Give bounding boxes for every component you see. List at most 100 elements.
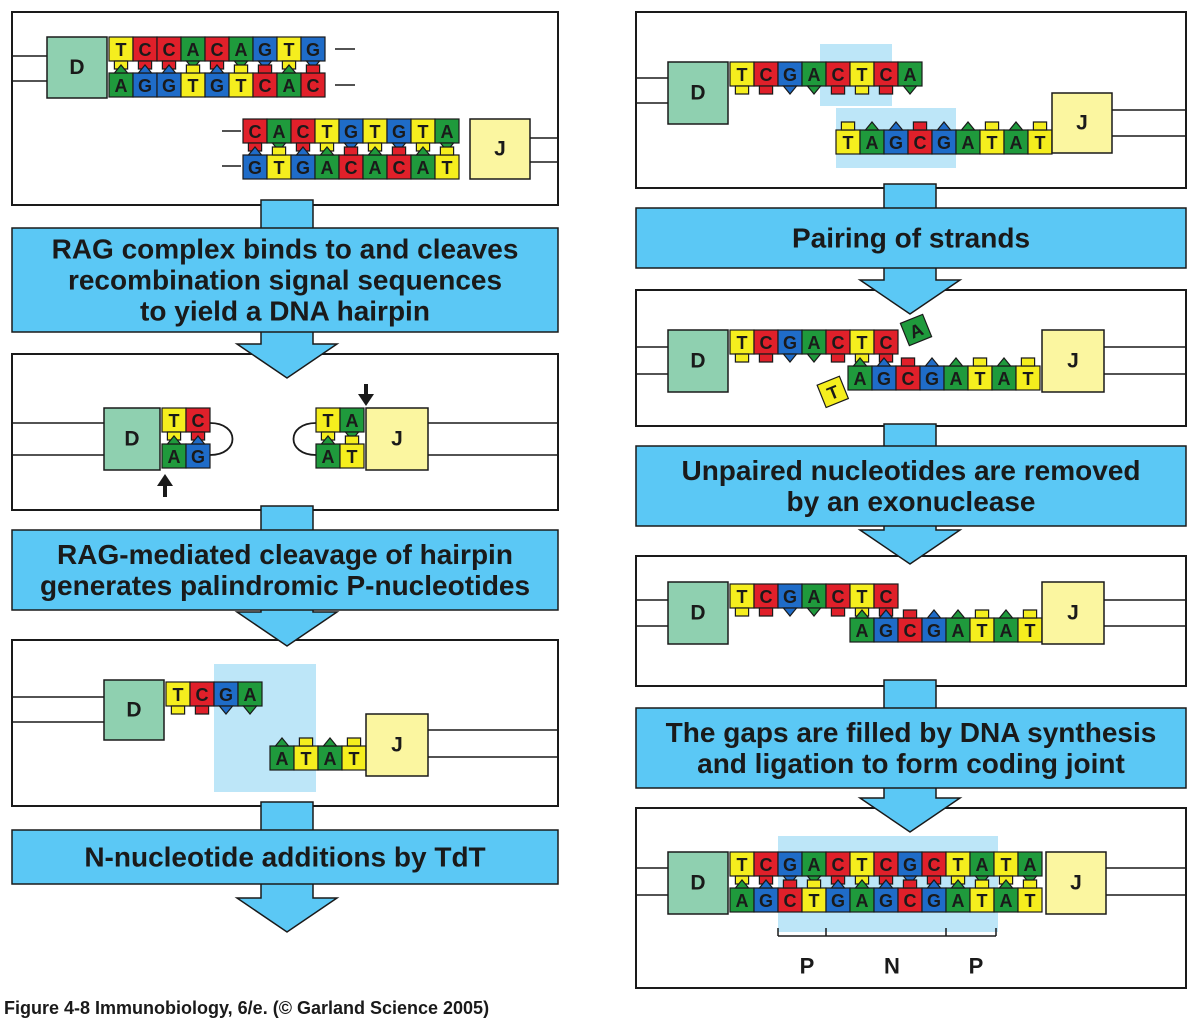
- nucleotide-tab: [758, 607, 774, 617]
- nucleotide: G: [919, 357, 945, 391]
- nucleotide-body: [315, 443, 341, 469]
- cleavage-arrow-j: [358, 384, 374, 406]
- nucleotide: T: [1027, 121, 1053, 155]
- nucleotide: G: [871, 357, 897, 391]
- d-segment: D: [103, 407, 161, 471]
- nucleotide-letter: G: [783, 587, 797, 607]
- nucleotide: A: [801, 851, 827, 885]
- nucleotide-tab: [854, 879, 870, 889]
- nucleotide-body: [242, 154, 268, 180]
- nucleotide: T: [945, 851, 971, 885]
- nucleotide: T: [339, 435, 365, 469]
- nucleotide-body: [204, 72, 230, 98]
- nucleotide-letter: T: [737, 855, 748, 875]
- nucleotide-tab: [439, 146, 455, 156]
- nucleotide-tab: [974, 609, 990, 619]
- nucleotide-letter: T: [322, 122, 333, 142]
- nucleotide: C: [300, 64, 326, 98]
- d-segment-box: [103, 407, 161, 471]
- j-segment: J: [469, 118, 531, 180]
- nucleotide-tab: [888, 121, 904, 131]
- nucleotide-body: [907, 129, 933, 155]
- nucleotide-tab: [998, 609, 1014, 619]
- nucleotide-letter: G: [927, 621, 941, 641]
- j-segment: J: [1051, 92, 1113, 154]
- nucleotide-letter: T: [809, 891, 820, 911]
- nucleotide-tab: [900, 357, 916, 367]
- nucleotide-tab: [902, 879, 918, 889]
- nucleotide-tab: [233, 64, 249, 74]
- nucleotide: C: [753, 583, 779, 617]
- nucleotide-body: [753, 887, 779, 913]
- nucleotide: A: [847, 357, 873, 391]
- j-segment-box: [1041, 329, 1105, 393]
- nucleotide: A: [801, 583, 827, 617]
- nucleotide-tab: [864, 121, 880, 131]
- nucleotide-tab: [1022, 879, 1038, 889]
- nucleotide: C: [189, 681, 215, 715]
- nucleotide: C: [897, 609, 923, 643]
- cleavage-arrow-d: [157, 474, 173, 497]
- nucleotide-body: [729, 887, 755, 913]
- nucleotide: C: [873, 851, 899, 885]
- nucleotide-tab: [854, 85, 870, 95]
- d-segment-box: [667, 61, 729, 125]
- nucleotide-tab: [274, 737, 290, 747]
- nucleotide: A: [945, 609, 971, 643]
- nucleotide: T: [849, 61, 875, 95]
- nucleotide: C: [873, 61, 899, 95]
- nucleotide-body: [945, 887, 971, 913]
- nucleotide-letter: T: [843, 133, 854, 153]
- nucleotide-tab: [782, 607, 798, 617]
- nucleotide: C: [242, 118, 268, 152]
- nucleotide: A: [434, 118, 460, 152]
- nucleotide: G: [185, 435, 211, 469]
- nucleotide-letter: A: [235, 40, 248, 60]
- nucleotide-letter: G: [162, 76, 176, 96]
- label-p-nucleotides: P: [800, 954, 815, 979]
- nucleotide-letter: A: [283, 76, 296, 96]
- nucleotide-letter: T: [987, 133, 998, 153]
- nucleotide-letter: C: [211, 40, 224, 60]
- step-banner-2-box: [11, 529, 559, 611]
- nucleotide-tab: [758, 879, 774, 889]
- nucleotide-letter: G: [925, 369, 939, 389]
- nucleotide-letter: C: [832, 855, 845, 875]
- nucleotide-tab: [1022, 609, 1038, 619]
- cleavage-arrow-j-head: [358, 394, 374, 406]
- nucleotide-body: [753, 61, 779, 87]
- nucleotide-tab: [996, 357, 1012, 367]
- nucleotide-tab: [960, 121, 976, 131]
- nucleotide-letter: T: [857, 65, 868, 85]
- nucleotide-tab: [972, 357, 988, 367]
- nucleotide-body: [873, 617, 899, 643]
- nucleotide-letter: A: [187, 40, 200, 60]
- nucleotide-letter: T: [737, 587, 748, 607]
- nucleotide-tab: [1032, 121, 1048, 131]
- d-segment-label: D: [690, 602, 705, 625]
- nucleotide-body: [945, 851, 971, 877]
- nucleotide-letter: C: [259, 76, 272, 96]
- panel-hairpins: [11, 353, 559, 511]
- nucleotide: A: [1003, 121, 1029, 155]
- nucleotide: T: [967, 357, 993, 391]
- nucleotide-letter: G: [783, 855, 797, 875]
- nucleotide-tab: [926, 609, 942, 619]
- nucleotide-body: [825, 583, 851, 609]
- nucleotide: T: [849, 851, 875, 885]
- nucleotide-tab: [806, 879, 822, 889]
- j-hairpin-loop: [292, 422, 317, 456]
- nucleotide-letter: G: [296, 158, 310, 178]
- nucleotide-tab: [840, 121, 856, 131]
- nucleotide-tab: [936, 121, 952, 131]
- step-banner-5-line-1: Unpaired nucleotides are removed: [681, 455, 1140, 486]
- nucleotide-letter: T: [442, 158, 453, 178]
- nucleotide-tab: [161, 64, 177, 74]
- nucleotide-body: [816, 375, 850, 409]
- nucleotide-letter: C: [760, 333, 773, 353]
- nucleotide-tab: [1020, 357, 1036, 367]
- nucleotide-tab: [391, 146, 407, 156]
- nucleotide: G: [921, 609, 947, 643]
